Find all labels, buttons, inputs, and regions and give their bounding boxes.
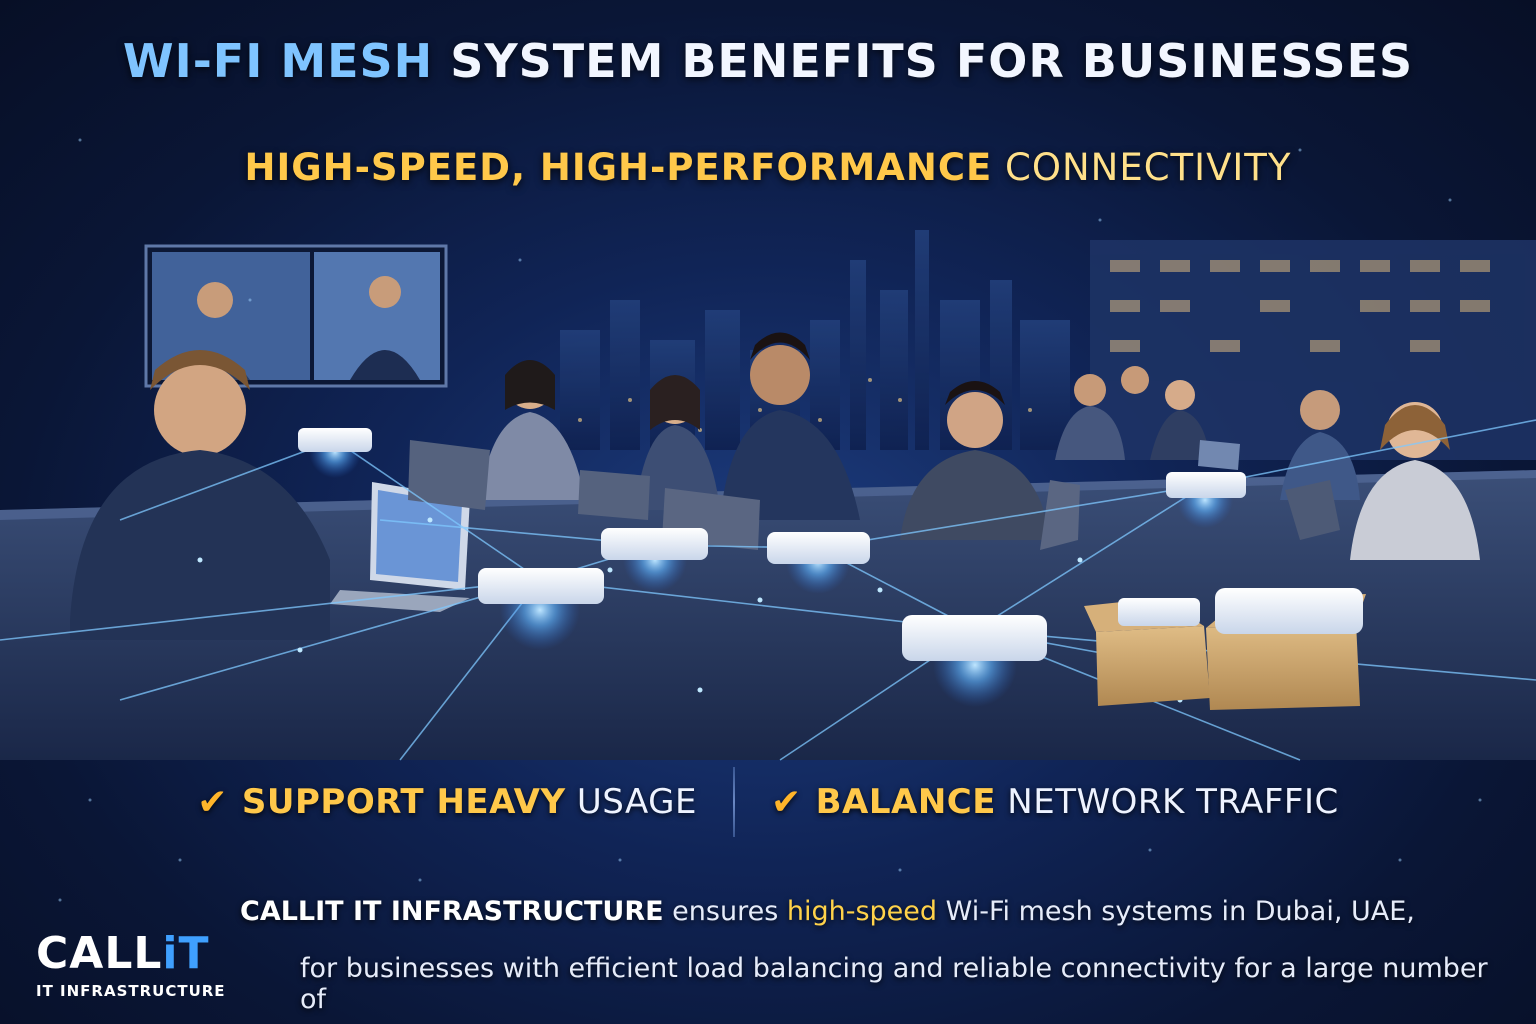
footer-line-2: for businesses with efficient load balan… <box>300 953 1488 1015</box>
footer-text-b: Wi-Fi mesh systems in Dubai, UAE, <box>937 896 1415 927</box>
benefit-divider <box>732 767 735 837</box>
benefit-strong: SUPPORT HEAVY <box>241 782 566 822</box>
laptops <box>330 440 1340 612</box>
checkmark-icon: ✔ <box>770 781 802 823</box>
benefits-row: ✔ SUPPORT HEAVY USAGE ✔ BALANCE NETWORK … <box>0 767 1536 837</box>
title-rest: SYSTEM BENEFITS FOR BUSINESSES <box>433 34 1414 88</box>
router-boxes <box>1084 588 1366 710</box>
callit-logo: CALLiT IT INFRASTRUCTURE <box>36 932 266 1001</box>
subtitle-main: HIGH-SPEED, HIGH-PERFORMANCE <box>244 146 993 189</box>
page-subtitle: HIGH-SPEED, HIGH-PERFORMANCE CONNECTIVIT… <box>0 146 1536 189</box>
mesh-routers <box>298 428 1246 661</box>
office-workers <box>70 332 1480 640</box>
page-title: WI-FI MESH SYSTEM BENEFITS FOR BUSINESSE… <box>0 34 1536 88</box>
benefit-strong: BALANCE <box>815 782 996 822</box>
logo-tagline: IT INFRASTRUCTURE <box>36 982 226 1000</box>
logo-word-main: CALL <box>36 928 163 979</box>
footer-line-1: CALLIT IT INFRASTRUCTURE ensures high-sp… <box>240 896 1520 927</box>
footer-text-a: ensures <box>663 896 787 927</box>
logo-word-accent: iT <box>162 928 210 979</box>
benefit-rest: USAGE <box>565 782 697 822</box>
logo-wordmark: CALLiT <box>36 932 266 976</box>
footer-brand: CALLIT IT INFRASTRUCTURE <box>240 896 664 927</box>
footer-description: CALLIT IT INFRASTRUCTURE ensures high-sp… <box>240 896 1520 1015</box>
benefit-balance-traffic: ✔ BALANCE NETWORK TRAFFIC <box>735 782 1375 823</box>
title-highlight: WI-FI MESH <box>122 34 434 88</box>
benefit-rest: NETWORK TRAFFIC <box>995 782 1339 822</box>
benefit-heavy-usage: ✔ SUPPORT HEAVY USAGE <box>161 782 733 823</box>
checkmark-icon: ✔ <box>197 781 228 823</box>
footer-highlight: high-speed <box>786 896 938 927</box>
subtitle-soft: CONNECTIVITY <box>992 146 1292 189</box>
video-conference-screen <box>144 244 448 388</box>
